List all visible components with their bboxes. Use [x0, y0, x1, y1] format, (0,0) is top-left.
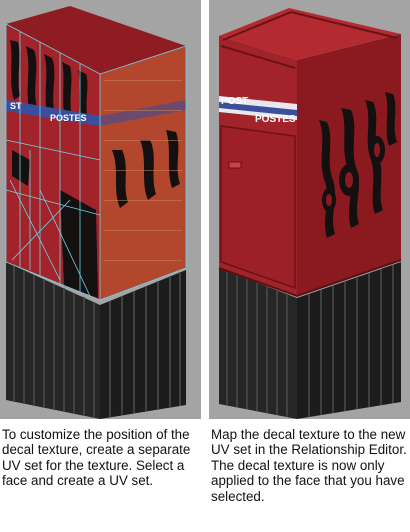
mailbox-door: [220, 125, 296, 290]
viewport-image-left: ST POSTES: [0, 0, 201, 419]
pedestal: [219, 262, 401, 419]
viewport-image-right: POST POSTES: [209, 0, 410, 419]
post-stripe: [6, 100, 100, 126]
caption-right: Map the decal texture to the new UV set …: [211, 427, 407, 504]
sign-text-1: POST: [221, 96, 248, 107]
mailbox-top: [6, 6, 186, 74]
caption-left: To customize the position of the decal t…: [2, 427, 191, 489]
sign-text-1: ST: [10, 101, 22, 111]
sign-text-2: POSTES: [50, 113, 87, 123]
sign-text-2: POSTES: [255, 114, 296, 125]
door-handle: [228, 161, 242, 169]
decal-texture: [319, 92, 397, 238]
mailbox-top: [219, 8, 401, 60]
pedestal: [6, 262, 186, 419]
face-selection-dots: [104, 80, 182, 261]
decal-holes: [326, 143, 380, 206]
uv-wireframe: [5, 23, 187, 301]
mailbox-textured-render: POST POSTES: [218, 8, 402, 419]
mailbox-wireframe-render: ST POSTES: [5, 6, 187, 419]
decal-texture: [10, 40, 180, 298]
